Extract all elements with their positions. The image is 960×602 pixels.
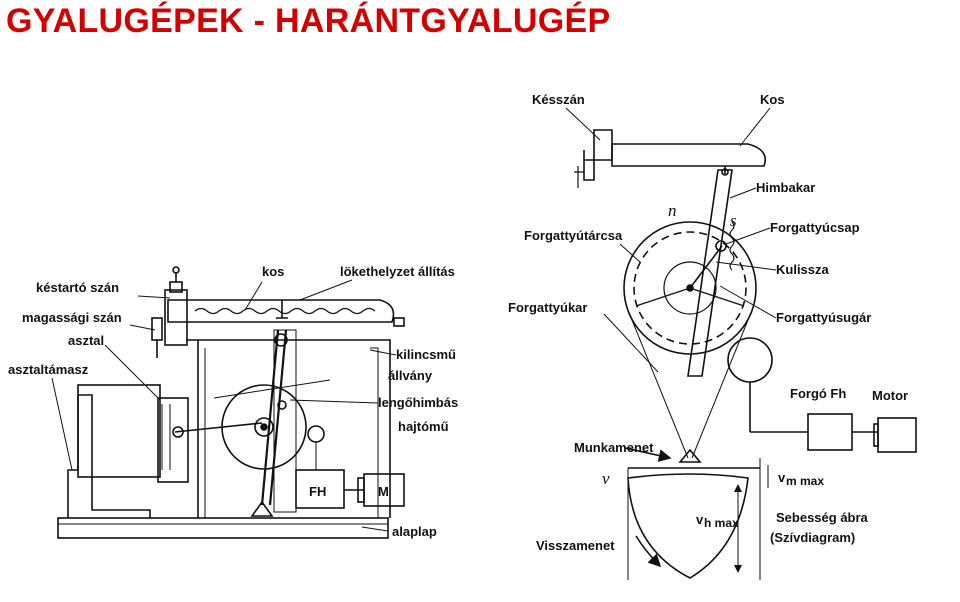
label-kos-left: kos: [262, 264, 284, 279]
motor-right: [877, 417, 917, 453]
label-kilincsmu: kilincsmű: [396, 347, 456, 362]
gearbox-fh: [295, 469, 345, 509]
label-vh-max-sub: h max: [704, 516, 739, 530]
label-lokethelyzet: lökethelyzet állítás: [340, 264, 455, 279]
label-visszamenet: Visszamenet: [536, 538, 615, 553]
crank-disc-right: [623, 221, 757, 355]
label-asztaltamasz: asztaltámasz: [8, 362, 89, 377]
label-himbakar: Himbakar: [756, 180, 815, 195]
pivot: [678, 448, 702, 463]
right-leader-lines: [565, 107, 777, 373]
label-hajtomu: hajtómű: [398, 419, 449, 434]
label-sebesseg-abra: Sebesség ábra: [776, 510, 869, 525]
label-forgattyukar: Forgattyúkar: [508, 300, 587, 315]
label-lengohimbas: lengőhimbás: [378, 395, 458, 410]
label-kulissza: Kulissza: [776, 262, 830, 277]
label-forgo-fh: Forgó Fh: [790, 386, 846, 401]
crank-mechanism-drawing: [574, 129, 917, 463]
label-vh-max: v: [696, 512, 704, 527]
label-allvany: állvány: [388, 368, 433, 383]
label-vm-max-sub: m max: [786, 474, 824, 488]
left-leader-lines: [51, 279, 397, 532]
tool-head: [164, 289, 188, 346]
rocker-arm-right: [687, 169, 733, 377]
label-keszan: Késszán: [532, 92, 585, 107]
base-plate: [57, 517, 389, 539]
ram-right: [611, 143, 767, 167]
ram: [167, 299, 395, 323]
table-support: [67, 394, 151, 518]
gearbox-forgo: [807, 413, 853, 451]
label-s: s: [730, 211, 737, 230]
label-forgattyusugar: Forgattyúsugár: [776, 310, 871, 325]
label-magassagi-szan: magassági szán: [22, 310, 122, 325]
label-munkamenet: Munkamenet: [574, 440, 654, 455]
right-labels: Késszán Kos Himbakar n s Forgattyútárcsa…: [508, 92, 908, 553]
label-kestarto-szan: késtartó szán: [36, 280, 119, 295]
label-m: M: [378, 484, 389, 499]
label-szivdiagram: (Szívdiagram): [770, 530, 855, 545]
label-v: v: [602, 469, 610, 488]
drive-pulley: [727, 337, 773, 383]
label-alaplap: alaplap: [392, 524, 437, 539]
velocity-diagram: [624, 447, 769, 580]
label-vm-max: v: [778, 470, 786, 485]
label-n: n: [668, 201, 677, 220]
shaper-machine-drawing: [57, 266, 405, 539]
label-forgattyucsap: Forgattyúcsap: [770, 220, 860, 235]
left-labels: késtartó szán kos lökethelyzet állítás m…: [8, 264, 458, 539]
label-kos-right: Kos: [760, 92, 785, 107]
page-title: GYALUGÉPEK - HARÁNTGYALUGÉP: [6, 2, 611, 40]
label-forgattyutarcsa: Forgattyútárcsa: [524, 228, 623, 243]
machine-column: [186, 339, 391, 518]
label-motor: Motor: [872, 388, 908, 403]
label-asztal: asztal: [68, 333, 104, 348]
label-fh: FH: [309, 484, 326, 499]
work-table: [77, 384, 161, 478]
